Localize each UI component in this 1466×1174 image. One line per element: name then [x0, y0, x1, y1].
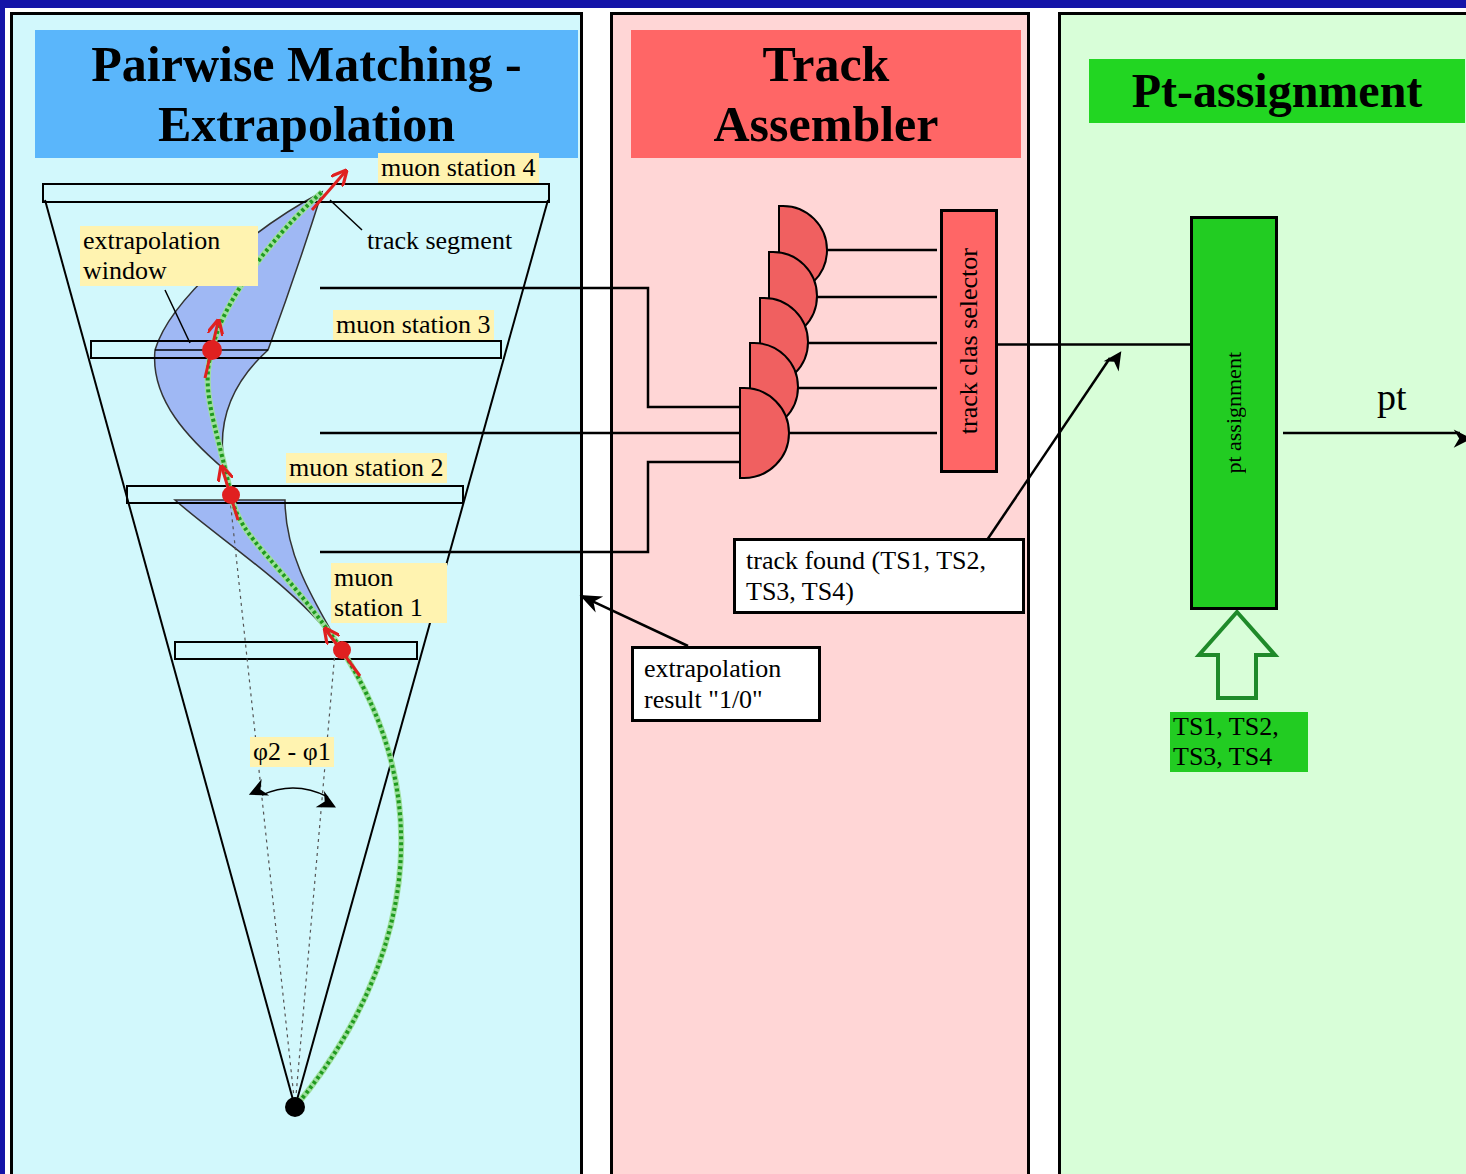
box-label: pt assignment — [1221, 352, 1247, 474]
panel-fill — [610, 12, 1030, 1174]
vertex — [285, 1097, 305, 1117]
leader-arrow — [985, 358, 1110, 543]
angle-arc — [262, 788, 328, 797]
connector — [582, 596, 689, 646]
panel-title: Pt-assignment — [1089, 59, 1465, 123]
panel-title: Track Assembler — [631, 30, 1021, 158]
callout-text: extrapolation result "1/0" — [644, 653, 808, 715]
panel: Pairwise Matching - Extrapolation — [10, 12, 583, 1174]
part-label: muon station 4 — [378, 153, 539, 183]
part-label: TS1, TS2, TS3, TS4 — [1170, 712, 1308, 772]
signal-name: pt — [1374, 376, 1410, 420]
part-label: muon station 3 — [333, 310, 494, 340]
connector — [998, 343, 1190, 346]
wire — [320, 250, 937, 552]
callout-text: track found (TS1, TS2, TS3, TS4) — [746, 545, 1012, 607]
selector-box: track clas selector — [940, 209, 998, 473]
panel: Pt-assignment pt assignment — [1058, 12, 1466, 1174]
part-label: muon station 1 — [331, 563, 447, 623]
part-label: track segment — [364, 226, 515, 256]
panel: Track Assembler track clas selector track … — [610, 12, 1030, 1174]
part-label: φ2 - φ1 — [250, 737, 334, 767]
panel-title: Pairwise Matching - Extrapolation — [35, 30, 578, 158]
part-label: muon station 2 — [286, 453, 447, 483]
callout-box: track found (TS1, TS2, TS3, TS4) — [733, 538, 1025, 614]
box-label: track clas selector — [954, 248, 984, 434]
leader-line — [330, 200, 362, 230]
detector-cone — [45, 200, 548, 1107]
leader-line — [165, 290, 190, 343]
callout-box: extrapolation result "1/0" — [631, 646, 821, 722]
and-gate — [740, 206, 827, 478]
part-label: extrapolation window — [80, 226, 258, 286]
output-arrow — [1283, 432, 1460, 435]
process-box: pt assignment — [1190, 216, 1278, 610]
panel-fill — [10, 12, 583, 1174]
panel-fill — [1058, 12, 1466, 1174]
input-arrow — [1199, 612, 1275, 698]
